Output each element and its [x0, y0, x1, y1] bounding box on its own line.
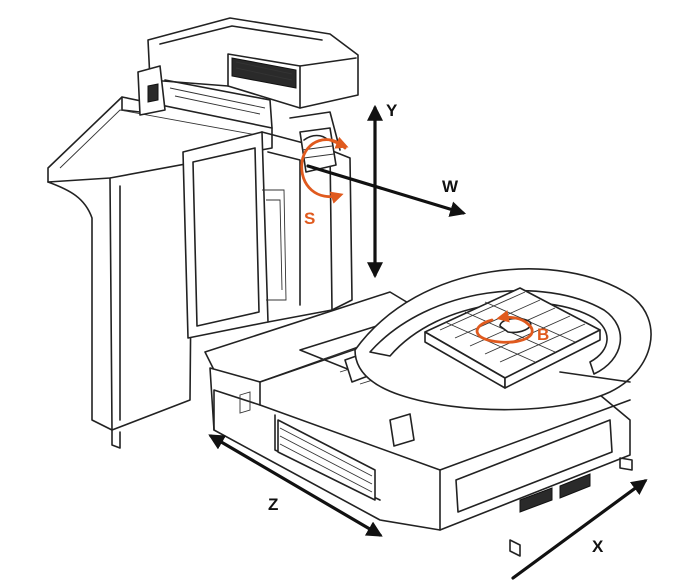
z-axis-arrow [208, 434, 383, 537]
axis-arrows [208, 104, 648, 580]
z-axis-label: Z [268, 495, 278, 514]
b-rotation-label: B [537, 325, 549, 344]
machine-line-art [47, 17, 652, 557]
axis-labels: Y W Z X S B [268, 101, 604, 556]
s-rotation-label: S [304, 209, 315, 228]
rotation-arrows [300, 136, 534, 344]
rotary-table [354, 268, 652, 411]
x-axis-arrow [511, 479, 648, 580]
top-head-cover [137, 17, 359, 151]
x-axis-label: X [592, 537, 604, 556]
w-axis-arrow [306, 164, 467, 217]
s-rotation-arrow-head-top [328, 136, 349, 149]
main-column [182, 131, 353, 339]
w-axis-label: W [442, 177, 459, 196]
y-axis-label: Y [386, 101, 398, 120]
b-rotation-arrow [475, 310, 534, 344]
